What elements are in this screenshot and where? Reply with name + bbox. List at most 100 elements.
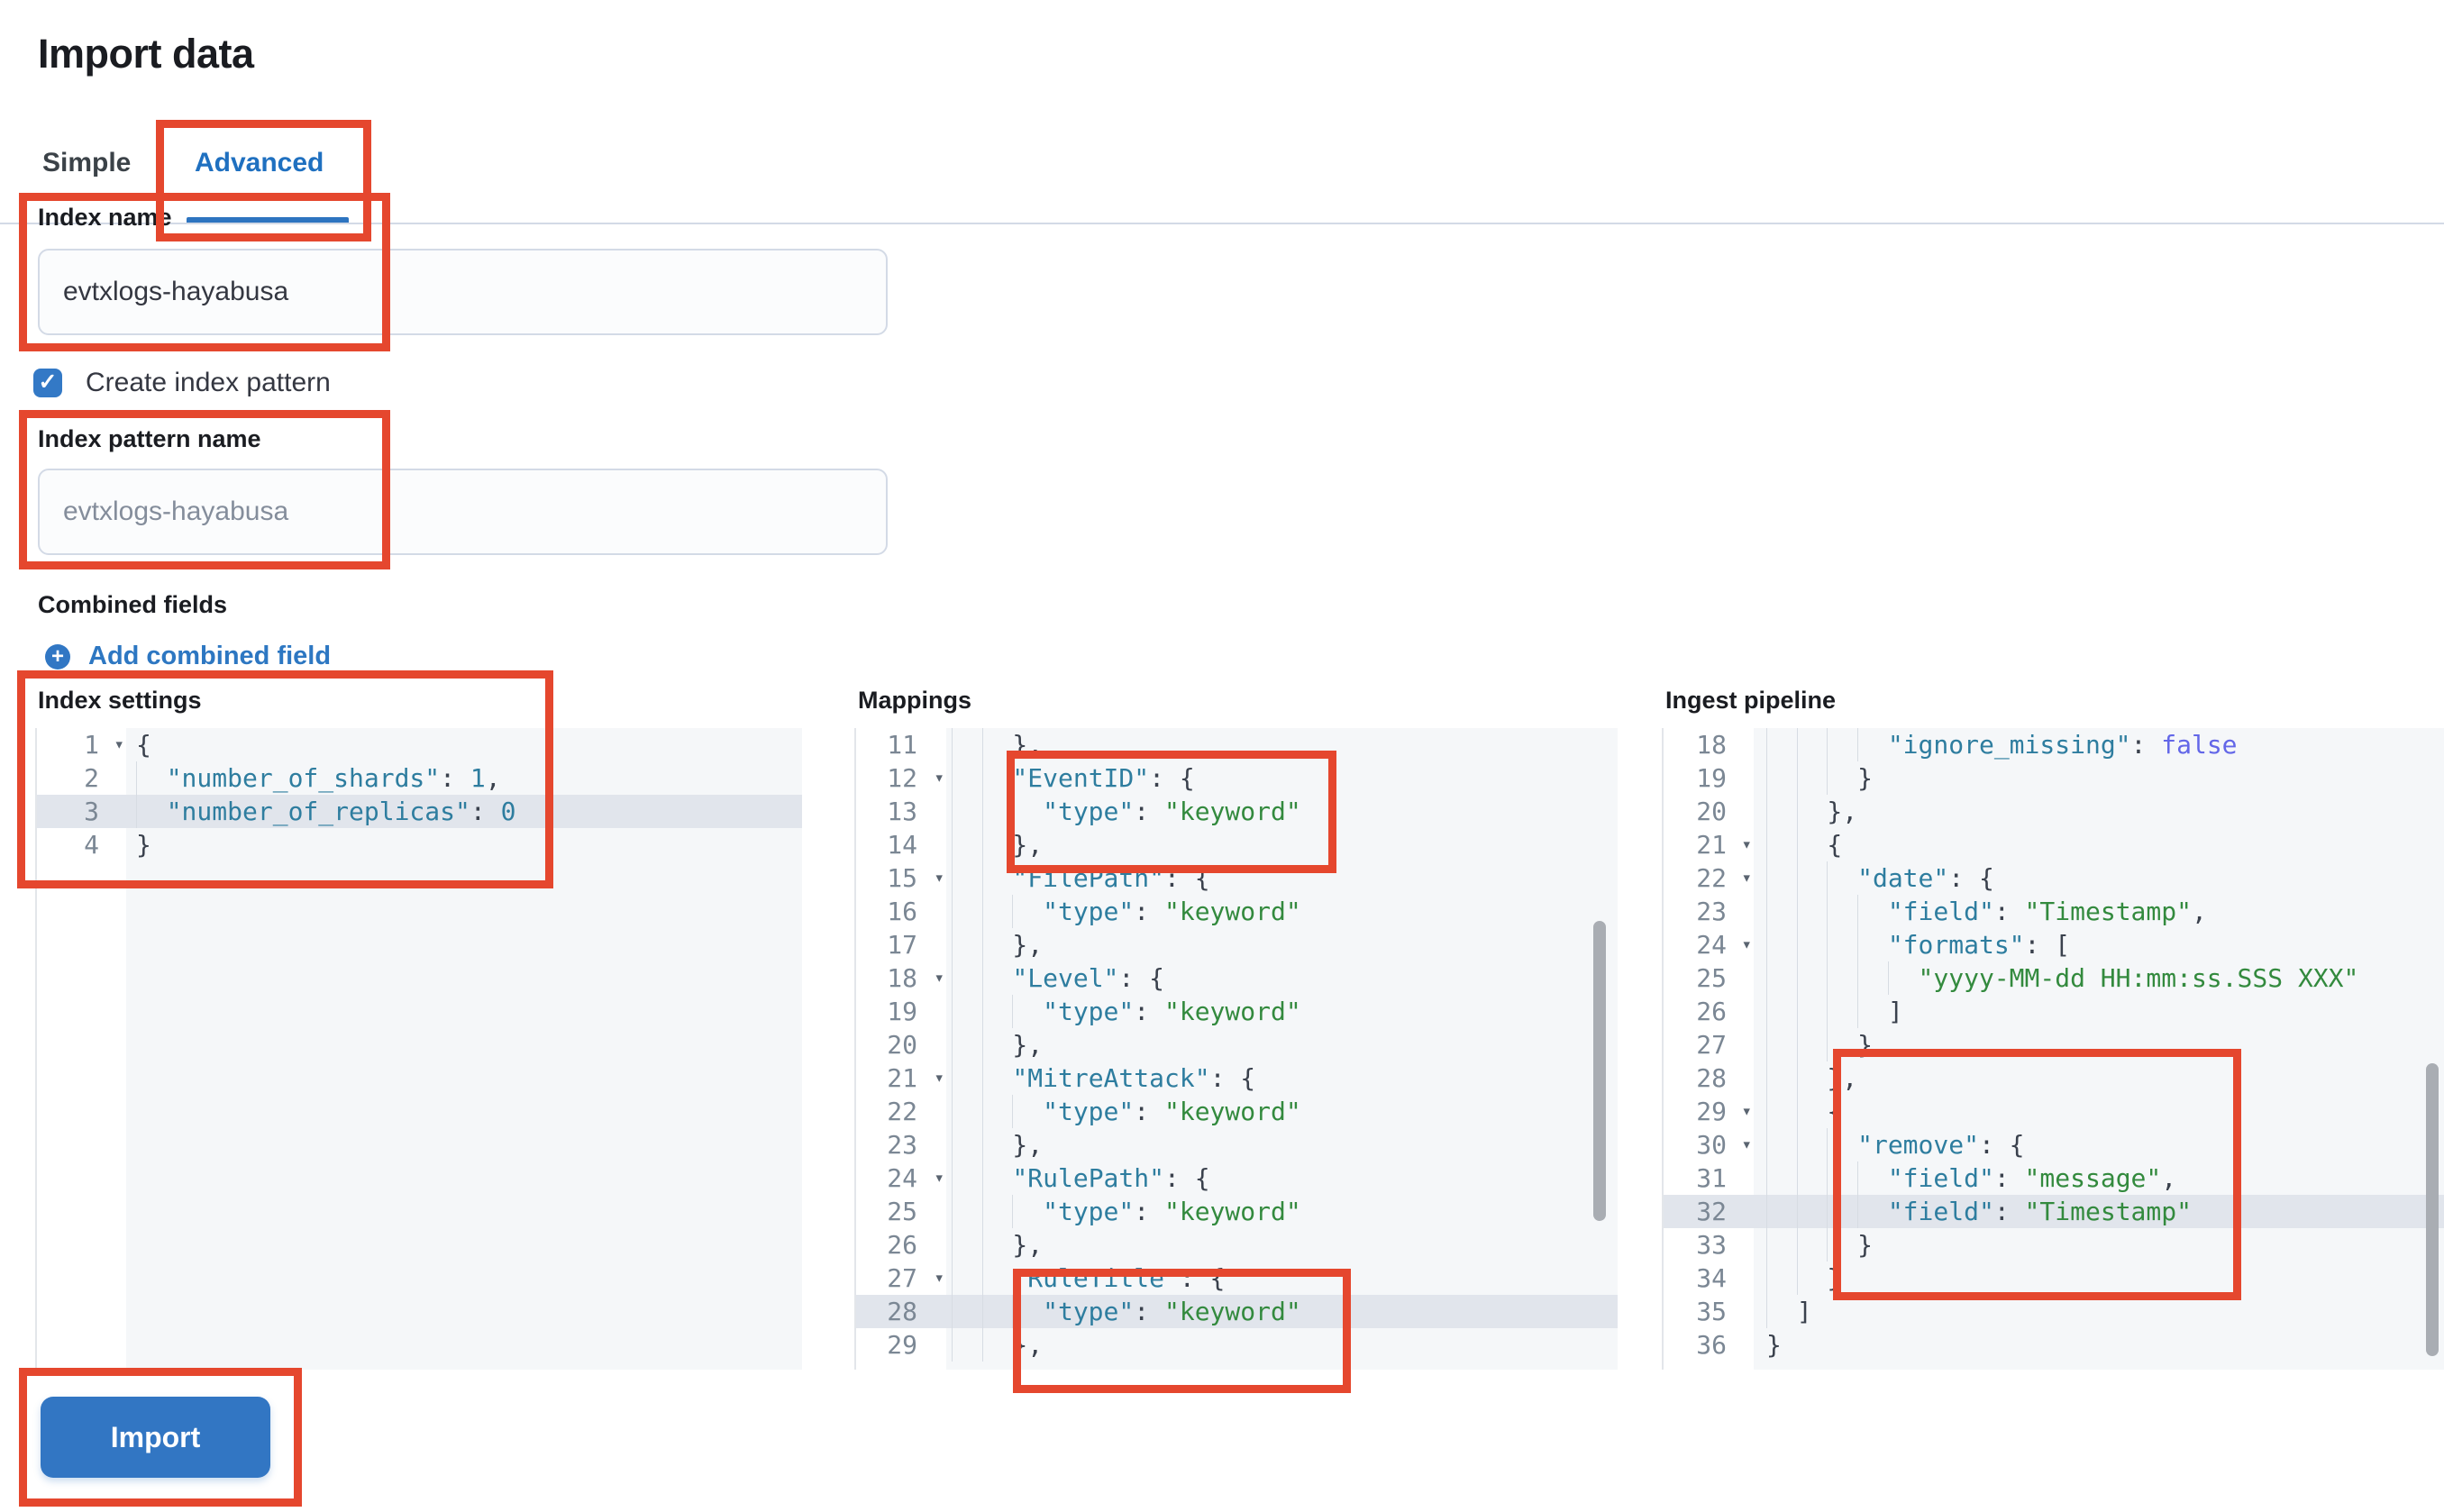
code-line[interactable]: 27} [1664,1028,2444,1061]
code-line[interactable]: 25"type": "keyword" [856,1195,1618,1228]
mappings-scrollbar[interactable] [1593,921,1606,1221]
indent-guide [952,861,982,895]
indent-guide [1012,1095,1043,1128]
code-text: "type": "keyword" [946,995,1618,1028]
code-line[interactable]: 30▾"remove": { [1664,1128,2444,1161]
indent-guide [981,1095,1013,1128]
indent-guide [1857,895,1888,928]
indent-guide [1796,1161,1828,1195]
code-line[interactable]: 14}, [856,828,1618,861]
fold-arrow-icon[interactable]: ▾ [1741,868,1752,888]
code-line[interactable]: 32"field": "Timestamp" [1664,1195,2444,1228]
code-line[interactable]: 28}, [1664,1061,2444,1095]
code-line[interactable]: 22▾"date": { [1664,861,2444,895]
code-text: }, [946,1328,1618,1362]
code-line[interactable]: 21▾{ [1664,828,2444,861]
code-line[interactable]: 18"ignore_missing": false [1664,728,2444,761]
code-line[interactable]: 19} [1664,761,2444,795]
fold-arrow-icon[interactable]: ▾ [934,768,944,788]
fold-arrow-icon[interactable]: ▾ [934,1268,944,1288]
tab-advanced[interactable]: Advanced [195,148,324,178]
line-number: 29▾ [1696,1097,1752,1126]
indent-guide [981,1328,1013,1362]
code-line[interactable]: 20}, [1664,795,2444,828]
code-line[interactable]: 23}, [856,1128,1618,1161]
code-line[interactable]: 26}, [856,1228,1618,1262]
fold-arrow-icon[interactable]: ▾ [1741,934,1752,954]
code-line[interactable]: 16"type": "keyword" [856,895,1618,928]
tabs-divider [0,223,2444,224]
tab-simple[interactable]: Simple [42,148,132,178]
code-line[interactable]: 26] [1664,995,2444,1028]
indent-guide [1766,861,1797,895]
indent-guide [1766,828,1797,861]
code-line[interactable]: 13"type": "keyword" [856,795,1618,828]
code-text: "RuleTitle": { [946,1262,1618,1295]
code-line[interactable]: 11}, [856,728,1618,761]
code-line[interactable]: 17}, [856,928,1618,961]
add-combined-field-link[interactable]: + Add combined field [45,642,331,671]
ingest-pipeline-scrollbar[interactable] [2426,1063,2439,1356]
code-line[interactable]: 2"number_of_shards": 1, [37,761,802,795]
indent-guide [1827,1161,1857,1195]
code-line[interactable]: 15▾"FilePath": { [856,861,1618,895]
code-line[interactable]: 34} [1664,1262,2444,1295]
code-line[interactable]: 3"number_of_replicas": 0 [37,795,802,828]
indent-guide [952,928,982,961]
fold-arrow-icon[interactable]: ▾ [934,1168,944,1188]
code-line[interactable]: 36} [1664,1328,2444,1362]
indent-guide [1766,995,1797,1028]
code-line[interactable]: 23"field": "Timestamp", [1664,895,2444,928]
import-button[interactable]: Import [41,1397,270,1478]
fold-arrow-icon[interactable]: ▾ [1741,1134,1752,1154]
ingest-pipeline-label: Ingest pipeline [1665,687,1837,714]
code-line[interactable]: 35] [1664,1295,2444,1328]
fold-arrow-icon[interactable]: ▾ [114,734,124,754]
indent-guide [1012,895,1043,928]
code-line[interactable]: 12▾"EventID": { [856,761,1618,795]
code-line[interactable]: 1▾{ [37,728,802,761]
code-line[interactable]: 29}, [856,1328,1618,1362]
indent-guide [1796,795,1828,828]
line-number: 18 [1696,730,1727,760]
fold-arrow-icon[interactable]: ▾ [934,1068,944,1088]
line-number: 35 [1696,1297,1727,1326]
fold-arrow-icon[interactable]: ▾ [1741,834,1752,854]
index-pattern-name-input[interactable] [38,469,888,555]
code-text: "remove": { [1754,1128,2444,1161]
code-line[interactable]: 29▾{ [1664,1095,2444,1128]
code-line[interactable]: 24▾"formats": [ [1664,928,2444,961]
code-line[interactable]: 33} [1664,1228,2444,1262]
code-line[interactable]: 21▾"MitreAttack": { [856,1061,1618,1095]
indent-guide [981,1195,1013,1228]
code-line[interactable]: 31"field": "message", [1664,1161,2444,1195]
code-text: { [1754,1095,2444,1128]
fold-arrow-icon[interactable]: ▾ [934,968,944,988]
index-name-label: Index name [38,204,172,231]
code-line[interactable]: 28"type": "keyword" [856,1295,1618,1328]
line-number: 20 [1696,797,1727,826]
indent-guide [1857,928,1888,961]
code-line[interactable]: 19"type": "keyword" [856,995,1618,1028]
indent-guide [1827,761,1857,795]
code-line[interactable]: 25"yyyy-MM-dd HH:mm:ss.SSS XXX" [1664,961,2444,995]
code-line[interactable]: 4} [37,828,802,861]
index-name-input[interactable] [38,249,888,335]
code-line[interactable]: 27▾"RuleTitle": { [856,1262,1618,1295]
code-line[interactable]: 20}, [856,1028,1618,1061]
mappings-editor[interactable]: 11},12▾"EventID": {13"type": "keyword"14… [854,728,1618,1370]
code-line[interactable]: 22"type": "keyword" [856,1095,1618,1128]
line-number: 4 [84,830,99,860]
line-number: 26 [887,1230,917,1260]
fold-arrow-icon[interactable]: ▾ [1741,1101,1752,1121]
index-settings-editor[interactable]: 1▾{2"number_of_shards": 1,3"number_of_re… [35,728,802,1370]
indent-guide [952,1128,982,1161]
code-line[interactable]: 24▾"RulePath": { [856,1161,1618,1195]
code-text: "field": "Timestamp", [1754,895,2444,928]
indent-guide [981,895,1013,928]
code-line[interactable]: 18▾"Level": { [856,961,1618,995]
code-text: { [136,730,151,760]
create-index-pattern-checkbox[interactable]: ✓ [33,369,62,397]
fold-arrow-icon[interactable]: ▾ [934,868,944,888]
